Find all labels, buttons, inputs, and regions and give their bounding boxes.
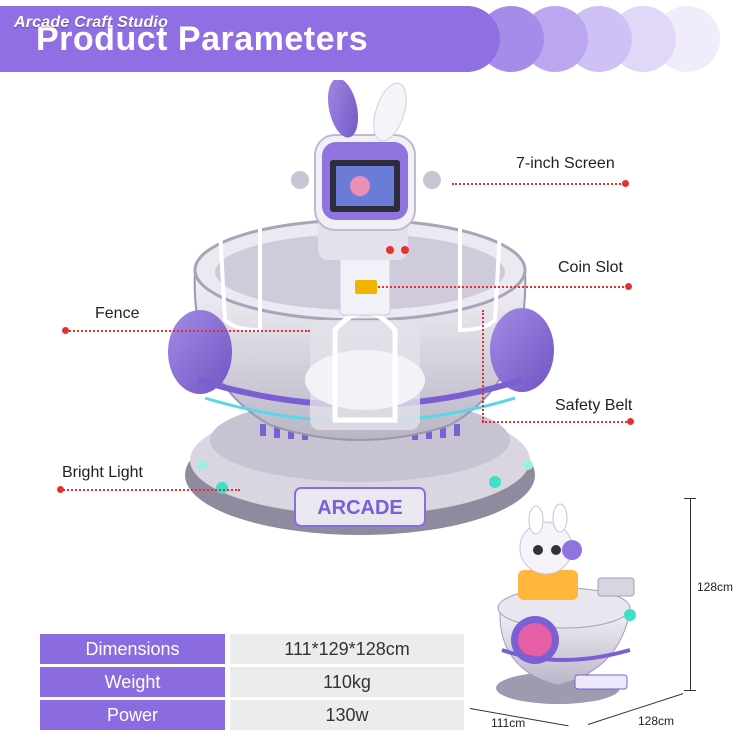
height-dimension-tick <box>684 498 696 499</box>
robot-ear-left <box>327 80 359 138</box>
page-title: Product Parameters <box>36 20 369 58</box>
header-decor-circle <box>434 6 500 72</box>
arcade-plate <box>294 487 426 527</box>
callout-coin-slot-line <box>378 286 628 288</box>
spec-value: 130w <box>230 700 464 730</box>
seat-floor <box>305 350 425 410</box>
callout-bright-light-dot <box>57 486 64 493</box>
header-banner: Product Parameters Arcade Craft Studio <box>0 0 750 74</box>
callout-safety-belt-vline <box>482 310 484 422</box>
callout-fence-line <box>66 330 310 332</box>
header-bar <box>0 6 470 72</box>
callout-coin-slot-dot <box>625 283 632 290</box>
spec-label: Power <box>40 700 225 730</box>
spec-value: 111*129*128cm <box>230 634 464 664</box>
spec-row-weight: Weight 110kg <box>40 667 464 697</box>
callout-screen-line <box>452 183 624 185</box>
callout-fence-dot <box>62 327 69 334</box>
spec-label: Dimensions <box>40 634 225 664</box>
callout-safety-belt-label: Safety Belt <box>555 397 633 414</box>
height-dimension-line <box>690 498 691 690</box>
height-dimension-tick <box>684 690 696 691</box>
side-pod-right <box>490 308 554 392</box>
coin-slot <box>355 280 377 294</box>
brand-logo-text: Arcade Craft Studio <box>14 14 169 31</box>
callout-safety-belt-dot <box>627 418 634 425</box>
callout-screen-label: 7-inch Screen <box>516 155 615 172</box>
robot-ear-right <box>373 82 407 142</box>
callout-bright-light-label: Bright Light <box>62 464 143 481</box>
mini-product-illustration <box>496 503 636 704</box>
callout-fence-label: Fence <box>95 305 140 322</box>
kiddie-ride-illustration: ARCADE <box>168 80 554 535</box>
bright-light <box>523 460 533 470</box>
callout-screen-dot <box>622 180 629 187</box>
bright-light <box>197 460 207 470</box>
spec-table: Dimensions 111*129*128cm Weight 110kg Po… <box>40 634 464 733</box>
spec-row-power: Power 130w <box>40 700 464 730</box>
width-dimension-label: 111cm <box>491 716 526 730</box>
bright-light <box>489 476 501 488</box>
bright-light <box>216 482 228 494</box>
spec-row-dimensions: Dimensions 111*129*128cm <box>40 634 464 664</box>
spec-label: Weight <box>40 667 225 697</box>
spec-value: 110kg <box>230 667 464 697</box>
callout-bright-light-line <box>60 489 240 491</box>
arcade-plate-text: ARCADE <box>317 497 403 519</box>
depth-dimension-label: 128cm <box>638 714 675 728</box>
height-dimension-label: 128cm <box>697 580 734 594</box>
callout-safety-belt-line <box>482 421 630 423</box>
callout-coin-slot-label: Coin Slot <box>558 259 623 276</box>
